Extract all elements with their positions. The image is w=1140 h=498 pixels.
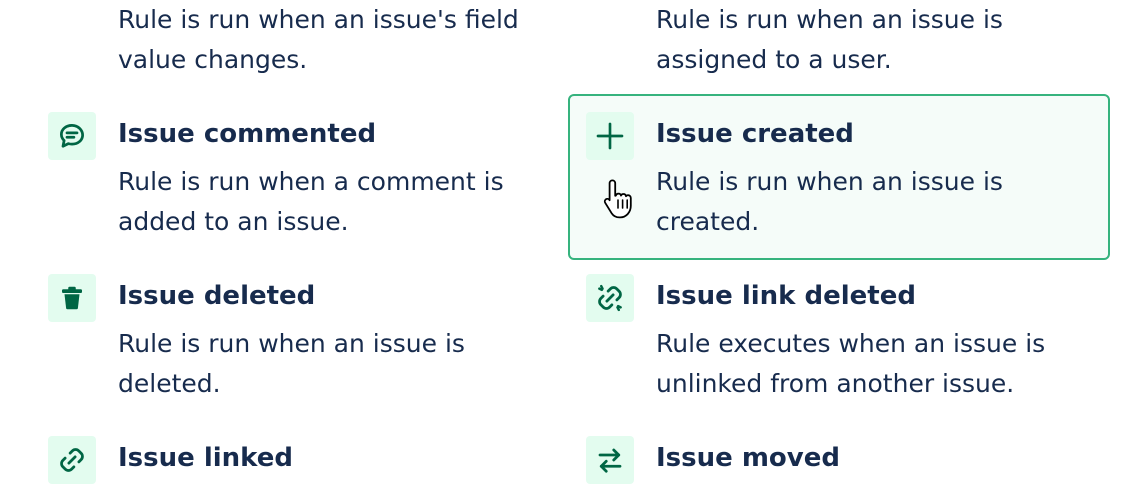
trigger-title: Issue moved bbox=[656, 443, 840, 473]
trigger-issue-created[interactable] bbox=[568, 94, 1110, 260]
trigger-description: value changes. bbox=[118, 45, 308, 74]
trigger-description: Rule is run when an issue is bbox=[118, 329, 465, 358]
trigger-title: Issue link deleted bbox=[656, 281, 916, 311]
trigger-description: Rule is run when an issue is bbox=[656, 5, 1003, 34]
link-icon bbox=[48, 436, 96, 484]
plus-icon bbox=[586, 112, 634, 160]
trigger-description: assigned to a user. bbox=[656, 45, 892, 74]
swap-arrows-icon bbox=[586, 436, 634, 484]
trigger-title: Issue linked bbox=[118, 443, 293, 473]
trigger-description: added to an issue. bbox=[118, 207, 349, 236]
unlink-icon bbox=[586, 274, 634, 322]
trigger-description: Rule executes when an issue is bbox=[656, 329, 1046, 358]
trigger-description: Rule is run when an issue is bbox=[656, 167, 1003, 196]
trigger-description: deleted. bbox=[118, 369, 221, 398]
trigger-title: Issue created bbox=[656, 119, 854, 149]
comment-icon bbox=[48, 112, 96, 160]
hand-cursor-icon bbox=[600, 178, 640, 220]
trash-icon bbox=[48, 274, 96, 322]
trigger-description: Rule is run when an issue's field bbox=[118, 5, 519, 34]
trigger-description: unlinked from another issue. bbox=[656, 369, 1015, 398]
trigger-title: Issue deleted bbox=[118, 281, 316, 311]
trigger-description: Rule is run when a comment is bbox=[118, 167, 504, 196]
trigger-list: Rule is run when an issue's field value … bbox=[48, 5, 1110, 484]
trigger-description: created. bbox=[656, 207, 760, 236]
trigger-title: Issue commented bbox=[118, 119, 377, 149]
